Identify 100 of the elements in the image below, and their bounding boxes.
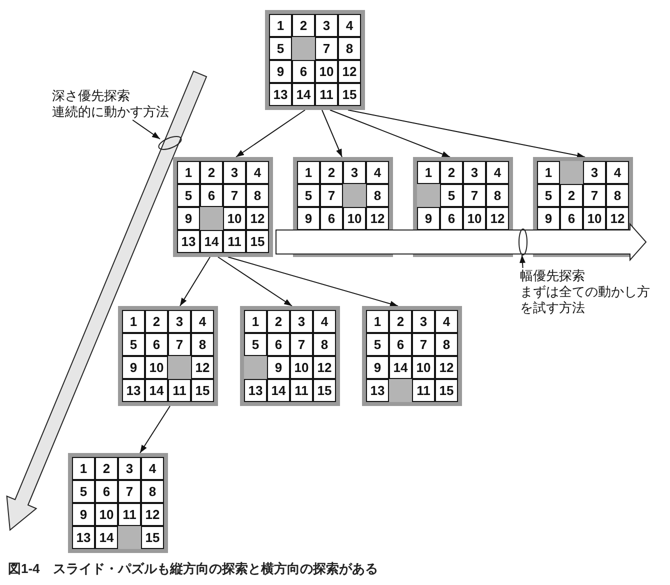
annotation-text: 連続的に動かす方法: [52, 104, 170, 120]
tile: 9: [417, 207, 440, 230]
puzzle-board: [240, 306, 340, 406]
tile: 12: [141, 503, 164, 526]
arrow: [348, 110, 586, 158]
tile: 12: [486, 207, 509, 230]
tile: 13: [177, 230, 200, 253]
tile: 9: [177, 207, 200, 230]
tile: 7: [583, 184, 606, 207]
tile: 7: [315, 37, 338, 60]
tile: 11: [168, 379, 191, 402]
tile: 4: [313, 310, 336, 333]
tile: 15: [191, 379, 214, 402]
tile: 1: [366, 310, 389, 333]
tile: 1: [537, 161, 560, 184]
tile: 10: [315, 60, 338, 83]
tile: 5: [297, 184, 320, 207]
tile: 12: [191, 356, 214, 379]
arrow: [322, 110, 342, 158]
tile: 8: [313, 333, 336, 356]
tile: 3: [290, 310, 313, 333]
tile: 10: [583, 207, 606, 230]
tile: 10: [290, 356, 313, 379]
tile: 4: [246, 161, 269, 184]
tile: 5: [177, 184, 200, 207]
tile: 3: [315, 14, 338, 37]
tile: 13: [366, 379, 389, 402]
tile: 10: [412, 356, 435, 379]
puzzle-board: [173, 157, 273, 257]
tile: 6: [267, 333, 290, 356]
tile: 5: [537, 184, 560, 207]
tile: 6: [292, 60, 315, 83]
tile: 1: [177, 161, 200, 184]
tile: 11: [223, 230, 246, 253]
puzzle-board: [362, 306, 462, 406]
tile: 9: [72, 503, 95, 526]
tile: 13: [244, 379, 267, 402]
arrow: [218, 256, 292, 306]
arrow: [140, 406, 170, 454]
tile: 9: [267, 356, 290, 379]
tile: 12: [246, 207, 269, 230]
leader-line: [132, 120, 160, 140]
tile: 5: [122, 333, 145, 356]
annotation-heading: 幅優先探索: [520, 268, 586, 284]
annotation-text: まずは全ての動かし方を試す方法: [520, 284, 651, 316]
tile: 2: [320, 161, 343, 184]
tile: 1: [417, 161, 440, 184]
tile: 12: [435, 356, 458, 379]
tile: 4: [141, 457, 164, 480]
tile: 12: [606, 207, 629, 230]
tile: 5: [440, 184, 463, 207]
tile: 5: [244, 333, 267, 356]
tile: 15: [435, 379, 458, 402]
tile: 13: [269, 83, 292, 106]
tile: 4: [486, 161, 509, 184]
tile: 8: [191, 333, 214, 356]
tile: 2: [267, 310, 290, 333]
tile: 4: [435, 310, 458, 333]
tile: 10: [463, 207, 486, 230]
arrow: [180, 256, 210, 306]
caption: 図1-4 スライド・パズルも縦方向の探索と横方向の探索がある: [8, 560, 378, 578]
tile: 5: [366, 333, 389, 356]
tile: 15: [141, 526, 164, 549]
tile: 14: [200, 230, 223, 253]
tile: 3: [583, 161, 606, 184]
arrow: [330, 110, 450, 158]
tile: 8: [246, 184, 269, 207]
tile: 13: [72, 526, 95, 549]
tile: 9: [537, 207, 560, 230]
tile: 4: [366, 161, 389, 184]
tile: 14: [267, 379, 290, 402]
tile: 8: [141, 480, 164, 503]
tile: 1: [122, 310, 145, 333]
tile: 2: [145, 310, 168, 333]
tile: 6: [320, 207, 343, 230]
tile: 6: [95, 480, 118, 503]
tile: 9: [122, 356, 145, 379]
puzzle-board: [265, 10, 365, 110]
tile: 3: [118, 457, 141, 480]
tile: 13: [122, 379, 145, 402]
tile: 8: [435, 333, 458, 356]
tile: 3: [412, 310, 435, 333]
tile: 8: [338, 37, 361, 60]
tile: 7: [320, 184, 343, 207]
arrow: [228, 256, 398, 307]
tile: 7: [412, 333, 435, 356]
tile: 14: [145, 379, 168, 402]
tile: 15: [313, 379, 336, 402]
tile: 11: [290, 379, 313, 402]
tile: 1: [72, 457, 95, 480]
puzzle-board: [118, 306, 218, 406]
tile: 4: [191, 310, 214, 333]
tile: 10: [145, 356, 168, 379]
tile: 1: [269, 14, 292, 37]
tile: 6: [389, 333, 412, 356]
tile: 10: [223, 207, 246, 230]
tile: 10: [95, 503, 118, 526]
tile: 4: [606, 161, 629, 184]
annotation-heading: 深さ優先探索: [52, 88, 131, 104]
tile: 11: [315, 83, 338, 106]
